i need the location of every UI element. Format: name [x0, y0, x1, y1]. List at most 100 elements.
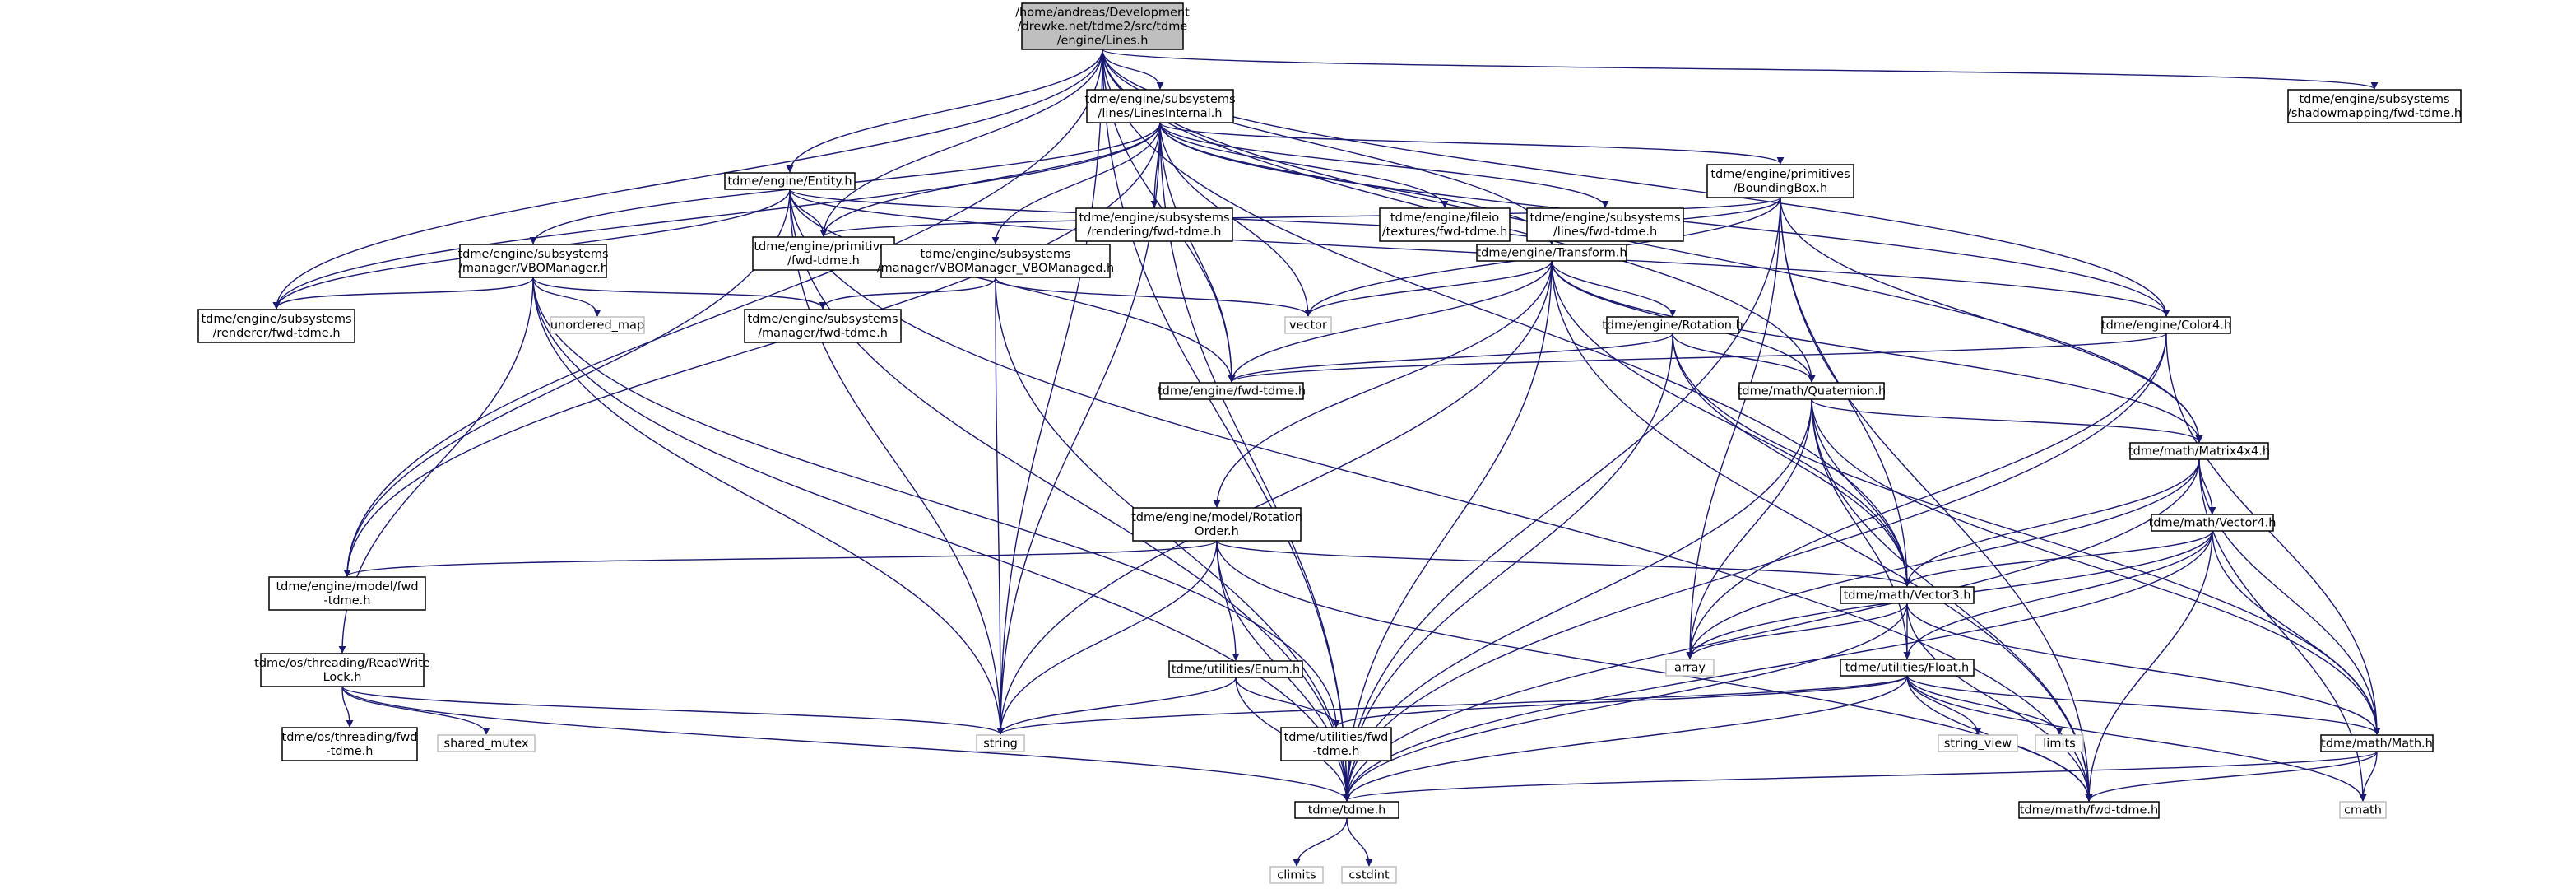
node-utilfwd[interactable]: tdme/utilities/fwd-tdme.h	[1280, 727, 1392, 761]
edge-float-to-string	[996, 675, 1908, 735]
node-entity[interactable]: tdme/engine/Entity.h	[724, 172, 856, 190]
node-label-line: limits	[2043, 738, 2075, 751]
edge-math-to-mathfwd	[2085, 751, 2378, 802]
edge-quaternion-to-matrix4x4	[1811, 398, 2203, 443]
node-label-line: tdme/math/Vector4.h	[2149, 517, 2277, 530]
node-label-line: tdme/engine/subsystems	[2299, 93, 2449, 106]
edge-readwrite-to-string	[341, 686, 1005, 735]
node-box	[2320, 734, 2434, 752]
node-tdme[interactable]: tdme/tdme.h	[1294, 801, 1399, 819]
node-label-line: /manager/fwd-tdme.h	[758, 327, 888, 340]
node-fileiofwd[interactable]: tdme/engine/fileio/textures/fwd-tdme.h	[1379, 207, 1511, 242]
edge-transform-to-vector	[1304, 260, 1553, 317]
edge-transform-to-tdme	[1343, 260, 1553, 802]
node-label-line: cstdint	[1348, 869, 1390, 882]
node-rendererfwd[interactable]: tdme/engine/subsystems/renderer/fwd-tdme…	[197, 309, 355, 343]
node-label-line: tdme/engine/Rotation.h	[1602, 319, 1743, 333]
node-label-line: /BoundingBox.h	[1734, 182, 1827, 195]
node-vbomanaged[interactable]: tdme/engine/subsystems/manager/VBOManage…	[877, 244, 1114, 278]
node-rotation[interactable]: tdme/engine/Rotation.h	[1602, 316, 1743, 334]
node-label-line: /shadowmapping/fwd-tdme.h	[2287, 107, 2462, 120]
node-float[interactable]: tdme/utilities/Float.h	[1840, 659, 1975, 677]
node-label-line: tdme/engine/model/fwd	[276, 580, 418, 593]
node-label-line: shared_mutex	[444, 738, 529, 751]
node-primfwd[interactable]: tdme/engine/primitives/fwd-tdme.h	[752, 236, 895, 271]
node-box	[281, 727, 418, 761]
node-stringview: string_view	[1938, 734, 2018, 752]
node-box	[880, 244, 1111, 278]
edge-bbox-to-matrix4x4	[1780, 197, 2203, 443]
node-label-line: /rendering/fwd-tdme.h	[1088, 226, 1222, 239]
edge-rotorder-to-enum	[1216, 540, 1240, 661]
edge-color4-to-tdme	[1343, 333, 2167, 802]
edge-rotorder-to-string	[996, 540, 1218, 735]
node-box	[1341, 866, 1397, 884]
edge-vbomgr-to-rendererfwd	[272, 277, 534, 310]
node-label-line: tdme/engine/primitives	[754, 240, 893, 254]
node-mathfwd[interactable]: tdme/math/fwd-tdme.h	[2018, 801, 2160, 819]
edge-matrix4x4-to-array	[1686, 458, 2200, 659]
node-bbox[interactable]: tdme/engine/primitives/BoundingBox.h	[1706, 164, 1854, 198]
edge-readwrite-to-threadfwd	[341, 686, 354, 728]
node-quaternion[interactable]: tdme/math/Quaternion.h	[1738, 382, 1886, 400]
node-label-line: tdme/engine/subsystems	[1529, 212, 1680, 225]
edge-linesinternal-to-bbox	[1159, 122, 1785, 165]
edge-bbox-to-array	[1686, 197, 1781, 659]
node-label-line: tdme/math/Math.h	[2321, 738, 2433, 751]
node-label-line: /drewke.net/tdme2/src/tdme	[1018, 21, 1188, 34]
edge-vector3-to-mathfwd	[1906, 603, 2093, 802]
node-label-line: -tdme.h	[324, 594, 371, 607]
node-vector4[interactable]: tdme/math/Vector4.h	[2149, 514, 2277, 532]
edge-enum-to-string	[996, 677, 1237, 735]
edge-vector3-to-tdme	[1343, 603, 1908, 802]
node-linesfwd[interactable]: tdme/engine/subsystems/lines/fwd-tdme.h	[1526, 207, 1684, 242]
edge-matrix4x4-to-tdme	[1343, 458, 2200, 802]
edge-vbomgr-to-unorderedmap	[532, 277, 601, 317]
node-box	[459, 244, 607, 278]
node-modelfwd[interactable]: tdme/engine/model/fwd-tdme.h	[268, 576, 426, 611]
node-lines[interactable]: /home/andreas/Development/drewke.net/tdm…	[1015, 2, 1190, 50]
node-box	[2339, 801, 2387, 819]
edge-float-to-stringview	[1906, 675, 1982, 735]
edge-color4-to-math	[2165, 333, 2381, 735]
node-transform[interactable]: tdme/engine/Transform.h	[1476, 244, 1627, 262]
node-label-line: unordered_map	[550, 319, 644, 333]
node-box	[197, 309, 355, 343]
node-color4[interactable]: tdme/engine/Color4.h	[2101, 316, 2231, 334]
node-box	[260, 653, 425, 687]
node-label-line: /manager/VBOManager.h	[458, 262, 608, 275]
node-box	[1284, 316, 1332, 334]
node-box	[1706, 164, 1854, 198]
node-label-line: string_view	[1944, 738, 2012, 751]
edge-vbomanaged-to-managerfwd	[819, 277, 996, 310]
node-managerfwd[interactable]: tdme/engine/subsystems/manager/fwd-tdme.…	[744, 309, 902, 343]
edge-lines-to-color4	[1102, 49, 2170, 317]
node-vector3[interactable]: tdme/math/Vector3.h	[1840, 586, 1975, 604]
node-box	[1379, 207, 1511, 242]
node-enginefwd[interactable]: tdme/engine/fwd-tdme.h	[1158, 382, 1306, 400]
node-math[interactable]: tdme/math/Math.h	[2320, 734, 2434, 752]
node-box	[1526, 207, 1684, 242]
node-vbomgr[interactable]: tdme/engine/subsystems/manager/VBOManage…	[457, 244, 609, 278]
node-label-line: Order.h	[1195, 525, 1239, 538]
node-box	[1738, 382, 1885, 400]
node-label-line: tdme/engine/Color4.h	[2101, 319, 2231, 333]
edge-linesinternal-to-vbomanaged	[991, 122, 1161, 244]
edge-entity-to-tdme	[789, 189, 1351, 802]
node-threadfwd[interactable]: tdme/os/threading/fwd-tdme.h	[281, 727, 418, 761]
node-label-line: /engine/Lines.h	[1057, 35, 1149, 48]
edge-quaternion-to-float	[1811, 398, 1911, 659]
edge-transform-to-rotorder	[1213, 260, 1553, 508]
node-renderingfwd[interactable]: tdme/engine/subsystems/rendering/fwd-tdm…	[1075, 207, 1233, 242]
node-shadowfwd[interactable]: tdme/engine/subsystems/shadowmapping/fwd…	[2287, 89, 2462, 123]
node-enum[interactable]: tdme/utilities/Enum.h	[1168, 660, 1303, 678]
edge-float-to-tdme	[1343, 675, 1908, 802]
edge-transform-to-matrix4x4	[1551, 260, 2203, 443]
node-linesinternal[interactable]: tdme/engine/subsystems/lines/LinesIntern…	[1084, 89, 1236, 123]
node-box	[1086, 89, 1234, 123]
node-label-line: tdme/os/threading/fwd	[282, 731, 418, 744]
node-matrix4x4[interactable]: tdme/math/Matrix4x4.h	[2128, 442, 2270, 460]
node-label-line: /fwd-tdme.h	[787, 254, 860, 268]
